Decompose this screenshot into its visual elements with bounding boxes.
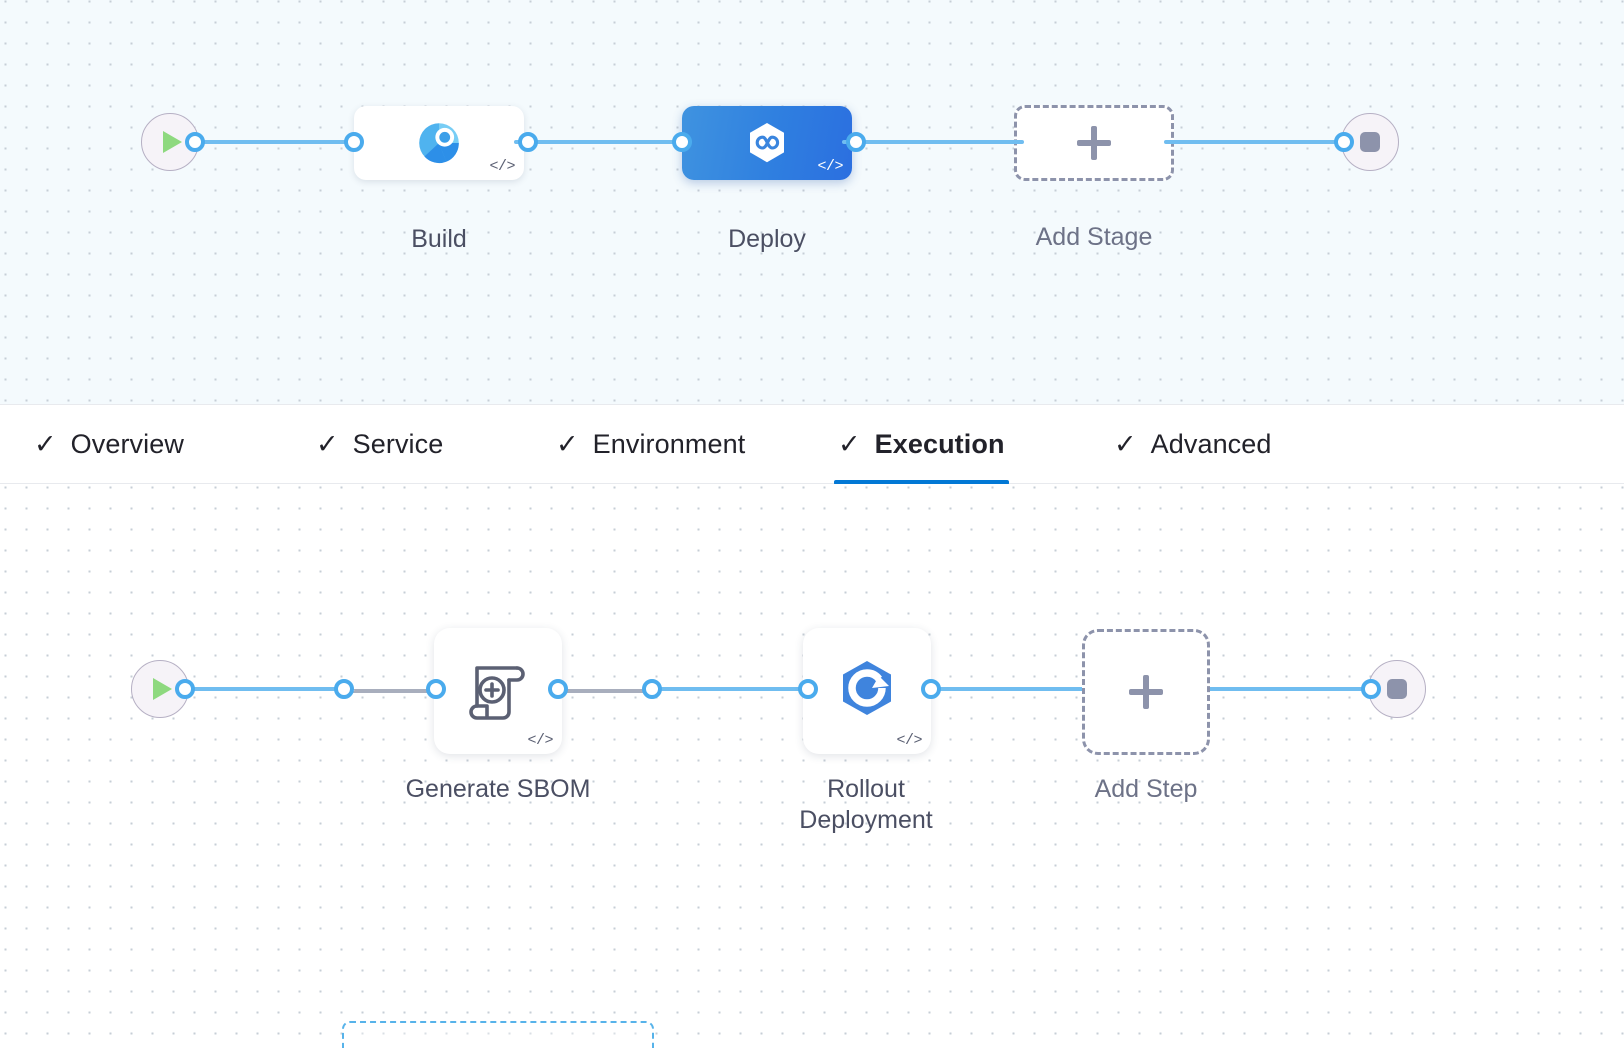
connector-rollout-to-addstep — [930, 687, 1090, 691]
stage-label-build: Build — [411, 225, 467, 253]
step-group-title: SSCA Steps — [408, 1046, 546, 1048]
stage-label-deploy: Deploy — [728, 225, 806, 253]
execution-steps-canvas[interactable]: SSCA Steps — [0, 484, 1624, 1048]
hexagon-refresh-icon — [843, 661, 891, 715]
connector-group-to-rollout — [648, 687, 813, 691]
connector-group-entry-dashed — [350, 689, 434, 693]
step-group-header-ssca[interactable]: SSCA Steps — [358, 1044, 552, 1048]
add-stage-label: Add Stage — [1035, 223, 1153, 251]
stage-config-tabs: ✓ Overview ✓ Service ✓ Environment ✓ Exe… — [0, 404, 1624, 485]
connector-addstep-to-end — [1203, 687, 1373, 691]
connector-start-to-group — [178, 687, 348, 691]
tab-execution[interactable]: ✓ Execution — [834, 405, 1009, 485]
plus-icon — [1077, 126, 1111, 160]
check-icon: ✓ — [316, 429, 339, 459]
rollout-input-port[interactable] — [798, 679, 818, 699]
deploy-output-port[interactable] — [846, 132, 866, 152]
stage-card-build[interactable]: </> — [354, 106, 524, 180]
plus-icon — [1129, 675, 1163, 709]
rollout-output-port[interactable] — [921, 679, 941, 699]
step-label-rollout-deployment: Rollout Deployment — [799, 775, 933, 834]
deploy-hexagon-infinity-icon — [750, 123, 784, 163]
deploy-code-glyph[interactable]: </> — [817, 158, 843, 175]
stop-icon — [1360, 132, 1380, 152]
connector-sbom-to-group-exit-dashed — [562, 689, 650, 693]
tab-service-label: Service — [352, 429, 444, 459]
stop-icon — [1387, 679, 1407, 699]
deploy-input-port[interactable] — [672, 132, 692, 152]
sbom-code-glyph[interactable]: </> — [527, 732, 553, 749]
group-exit-port[interactable] — [642, 679, 662, 699]
tab-overview[interactable]: ✓ Overview — [30, 405, 188, 484]
scroll-plus-icon — [469, 666, 525, 720]
sbom-output-port[interactable] — [548, 679, 568, 699]
connector-start-to-build — [188, 140, 360, 144]
tab-environment[interactable]: ✓ Environment — [552, 405, 749, 484]
check-icon: ✓ — [1114, 429, 1137, 459]
build-output-port[interactable] — [518, 132, 538, 152]
pipeline-end-node[interactable] — [1341, 113, 1399, 171]
check-icon: ✓ — [34, 429, 57, 459]
play-icon — [163, 131, 182, 153]
tab-execution-label: Execution — [874, 429, 1005, 459]
sbom-input-port[interactable] — [426, 679, 446, 699]
start-output-port[interactable] — [185, 132, 205, 152]
pipeline-stages-canvas[interactable]: </> Build </> Deploy Add Stage — [0, 0, 1624, 412]
steps-start-output-port[interactable] — [175, 679, 195, 699]
connector-addstage-to-end — [1164, 140, 1350, 144]
build-code-glyph[interactable]: </> — [489, 158, 515, 175]
step-card-rollout-deployment[interactable]: </> — [803, 628, 931, 754]
check-icon: ✓ — [556, 429, 579, 459]
add-stage-button[interactable] — [1014, 105, 1174, 181]
tab-overview-label: Overview — [70, 429, 184, 459]
steps-end-input-port[interactable] — [1361, 679, 1381, 699]
connector-deploy-to-addstage — [842, 140, 1024, 144]
step-card-generate-sbom[interactable]: </> — [434, 628, 562, 754]
build-pie-icon — [419, 123, 459, 164]
end-input-port[interactable] — [1334, 132, 1354, 152]
add-step-button[interactable] — [1082, 629, 1210, 755]
build-input-port[interactable] — [344, 132, 364, 152]
connector-build-to-deploy — [514, 140, 692, 144]
tab-advanced[interactable]: ✓ Advanced — [1110, 405, 1276, 484]
rollout-code-glyph[interactable]: </> — [896, 732, 922, 749]
tab-environment-label: Environment — [592, 429, 746, 459]
add-step-label: Add Step — [1094, 775, 1198, 803]
stage-card-deploy[interactable]: </> — [682, 106, 852, 180]
step-label-generate-sbom: Generate SBOM — [405, 775, 591, 803]
check-icon: ✓ — [838, 429, 861, 459]
group-entry-port[interactable] — [334, 679, 354, 699]
step-group-ssca-steps[interactable] — [342, 1021, 654, 1048]
play-icon — [153, 678, 172, 700]
tab-service[interactable]: ✓ Service — [312, 405, 447, 484]
tab-advanced-label: Advanced — [1150, 429, 1272, 459]
